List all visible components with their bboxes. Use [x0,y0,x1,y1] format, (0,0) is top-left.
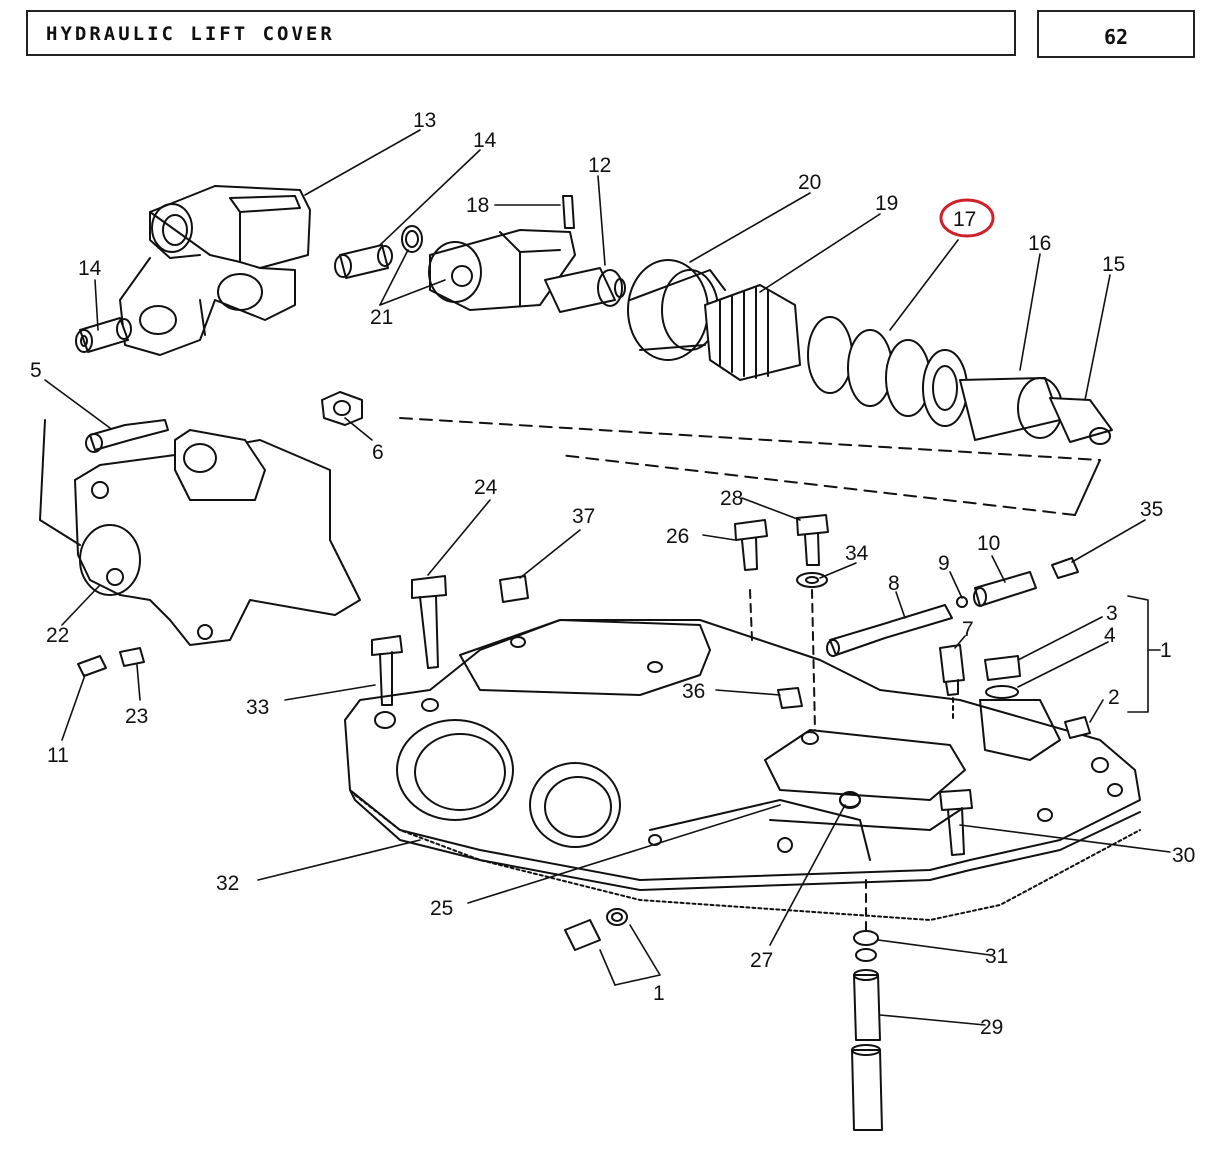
header-page-box: 62 [1037,10,1195,58]
pin-part-18 [562,195,575,229]
label-14b: 14 [78,257,102,280]
label-26: 26 [666,525,689,548]
leader-lines [44,129,1171,1026]
label-23: 23 [125,705,148,728]
nut-part-6 [321,391,363,426]
label-29: 29 [980,1016,1003,1039]
header-title-box: HYDRAULIC LIFT COVER [26,10,1016,56]
page-number: 62 [1103,25,1129,49]
label-20: 20 [798,171,821,194]
label-18: 18 [466,194,489,217]
label-2: 2 [1108,686,1120,709]
fitting-part-7 [939,644,965,696]
label-37: 37 [572,505,595,528]
seal-part-27 [839,792,861,808]
bolt-part-28 [796,514,829,566]
label-14: 14 [473,129,497,152]
label-1b: 1 [653,982,665,1005]
label-25: 25 [430,897,453,920]
label-22: 22 [46,624,69,647]
label-1: 1 [1160,639,1172,662]
label-7: 7 [962,618,974,641]
setscrew-part-36 [777,687,803,709]
setscrew-part-11 [77,655,107,677]
housing-cover [344,619,1141,921]
label-19: 19 [875,192,898,215]
label-28: 28 [720,487,743,510]
label-34: 34 [845,542,869,565]
bolt-part-24 [411,575,447,669]
plug-part-3 [984,655,1021,681]
lift-arm-part-13 [119,185,311,356]
plug-part-23 [119,647,145,667]
lift-arm-part-22 [39,419,361,646]
sleeve-part-19 [704,284,801,381]
label-9: 9 [938,552,950,575]
label-17: 17 [953,208,976,231]
label-24: 24 [474,476,498,499]
bolt-part-26 [734,519,768,571]
label-33: 33 [246,696,269,719]
label-21: 21 [370,306,393,329]
label-32: 32 [216,872,239,895]
sleeve-part-29 [851,969,883,1131]
highlight-circle-part-17 [939,198,995,238]
label-6: 6 [372,441,384,464]
label-12: 12 [588,154,611,177]
label-16: 16 [1028,232,1051,255]
label-36: 36 [682,680,705,703]
end-piece-part-15 [1049,397,1113,445]
label-4: 4 [1104,624,1116,647]
bushing-part-14-left [75,317,132,353]
bushing-part-14-right [334,225,423,279]
sleeve-part-16 [959,377,1063,441]
washer-part-34 [796,572,828,588]
label-35: 35 [1140,498,1163,521]
valve-part-10 [973,571,1037,607]
setscrew-part-37 [499,575,529,603]
plug-assembly-part-1 [564,908,628,951]
bolt-part-30 [939,789,973,856]
bolt-part-33 [371,635,403,706]
label-8: 8 [888,572,900,595]
bolt-part-5 [85,419,169,453]
part-labels: 13 14 12 20 19 17 16 15 18 14 21 5 6 24 … [30,109,1195,1039]
valve-stem-part-8 [826,604,953,657]
label-11: 11 [47,744,69,767]
label-13: 13 [413,109,436,132]
washer-part-31 [853,930,879,962]
label-27: 27 [750,949,773,972]
spring-part-17 [807,316,968,427]
washer-part-4 [985,685,1019,699]
label-10: 10 [977,532,1000,555]
label-31: 31 [985,945,1008,968]
label-5: 5 [30,359,42,382]
label-15: 15 [1102,253,1125,276]
page-title: HYDRAULIC LIFT COVER [46,23,335,45]
plug-part-35 [1051,557,1079,579]
clevis-shaft-part-12 [428,229,626,313]
label-30: 30 [1172,844,1195,867]
label-3: 3 [1106,602,1118,625]
plug-part-2 [1064,716,1091,739]
